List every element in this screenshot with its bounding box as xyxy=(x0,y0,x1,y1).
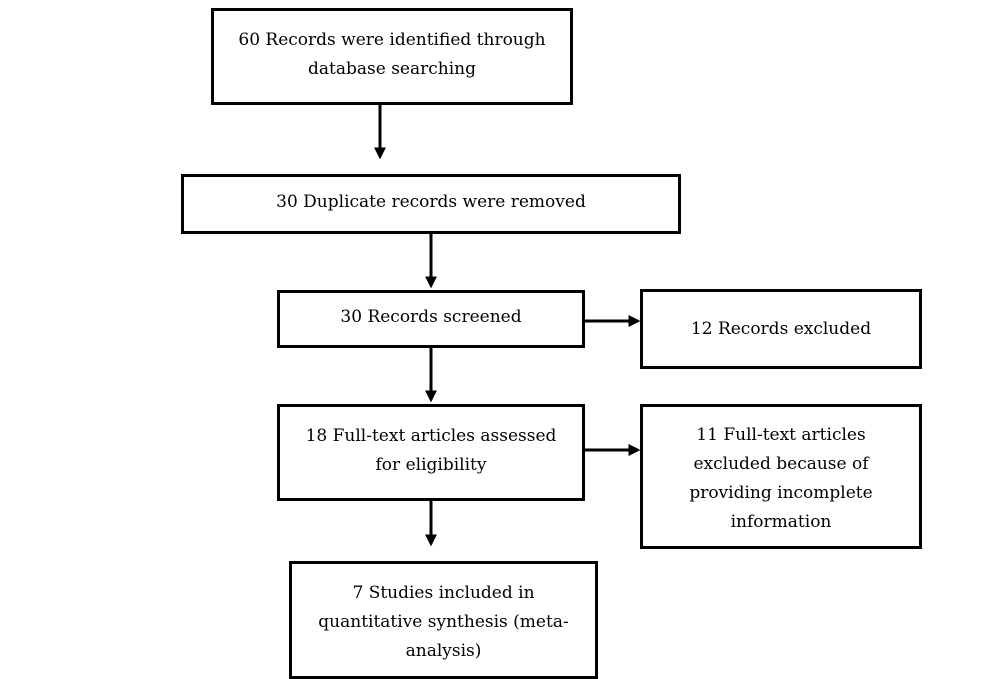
fulltext-excluded-text: 11 Full-text articles excluded because o… xyxy=(689,425,873,532)
duplicates-removed-box: 30 Duplicate records were removed xyxy=(181,174,681,234)
duplicates-removed-text: 30 Duplicate records were removed xyxy=(276,192,586,212)
fulltext-assessed-text: 18 Full-text articles assessed for eligi… xyxy=(305,426,557,475)
fulltext-excluded-box: 11 Full-text articles excluded because o… xyxy=(640,404,922,549)
records-screened-box: 30 Records screened xyxy=(277,290,585,348)
records-screened-text: 30 Records screened xyxy=(340,307,522,327)
records-excluded-text: 12 Records excluded xyxy=(690,319,872,339)
records-excluded-box: 12 Records excluded xyxy=(640,289,922,369)
records-identified-box: 60 Records were identified through datab… xyxy=(211,8,573,105)
studies-included-box: 7 Studies included in quantitative synth… xyxy=(289,561,598,679)
fulltext-assessed-box: 18 Full-text articles assessed for eligi… xyxy=(277,404,585,501)
records-identified-text: 60 Records were identified through datab… xyxy=(238,30,546,79)
studies-included-text: 7 Studies included in quantitative synth… xyxy=(318,583,569,661)
